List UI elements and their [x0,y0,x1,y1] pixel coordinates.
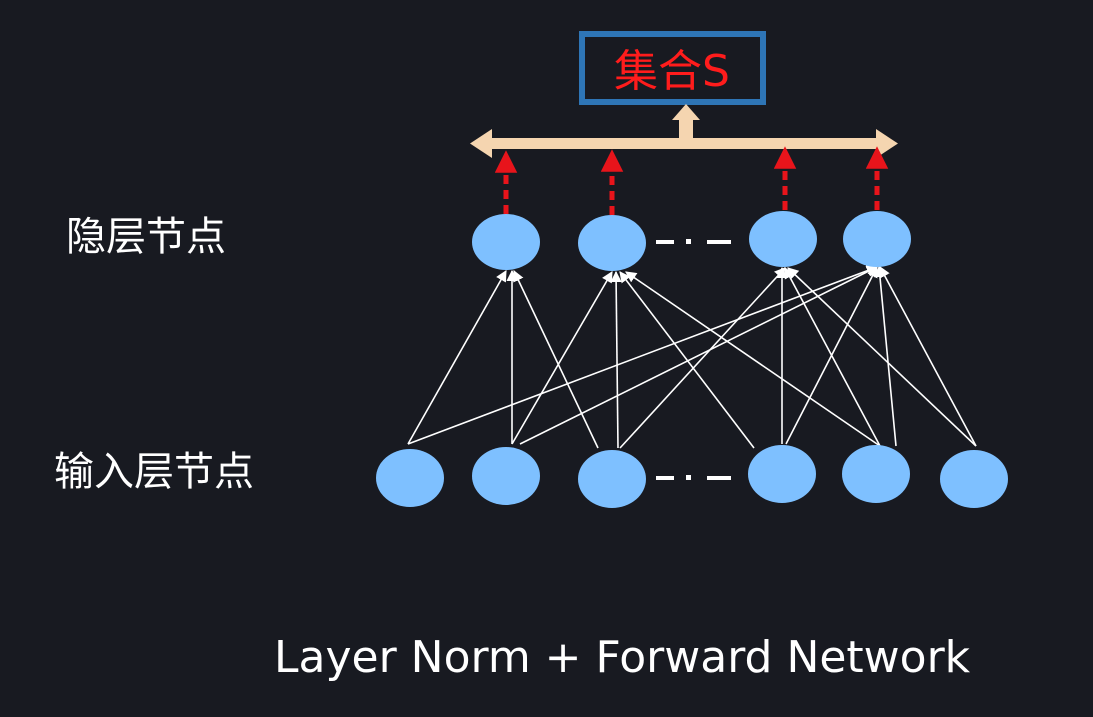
connection-line [610,270,622,449]
input-node [578,450,646,508]
dashed-arrows [494,146,889,215]
connection-line [787,267,977,447]
connection-line [619,267,786,449]
connection-line [879,266,977,447]
connections [407,265,977,449]
connection-line [519,266,879,445]
input-layer [376,445,1008,508]
hidden-node [843,211,911,267]
caption: Layer Norm + Forward Network [274,632,971,683]
hidden-node [749,211,817,267]
set-s-label: 集合S [614,46,730,97]
connection-line [619,271,755,449]
hidden-node [472,214,540,270]
input-node [472,447,540,505]
input-layer-label: 输入层节点 [54,449,254,495]
connection-line [511,271,613,445]
connection-line [625,271,881,447]
input-node [376,449,444,507]
connection-line [407,270,507,445]
input-node [748,445,816,503]
hidden-node [578,215,646,271]
input-node [842,445,910,503]
input-node [940,450,1008,508]
connection-line [784,267,881,447]
input-ellipsis [656,475,731,480]
set-s-box: 集合S [579,31,766,105]
hidden-ellipsis [656,239,731,244]
connection-line [407,265,879,445]
connection-line [874,265,897,447]
connection-line [513,269,599,449]
aggregate-bar [470,104,898,158]
hidden-layer [472,211,911,271]
hidden-layer-label: 隐层节点 [66,214,226,260]
